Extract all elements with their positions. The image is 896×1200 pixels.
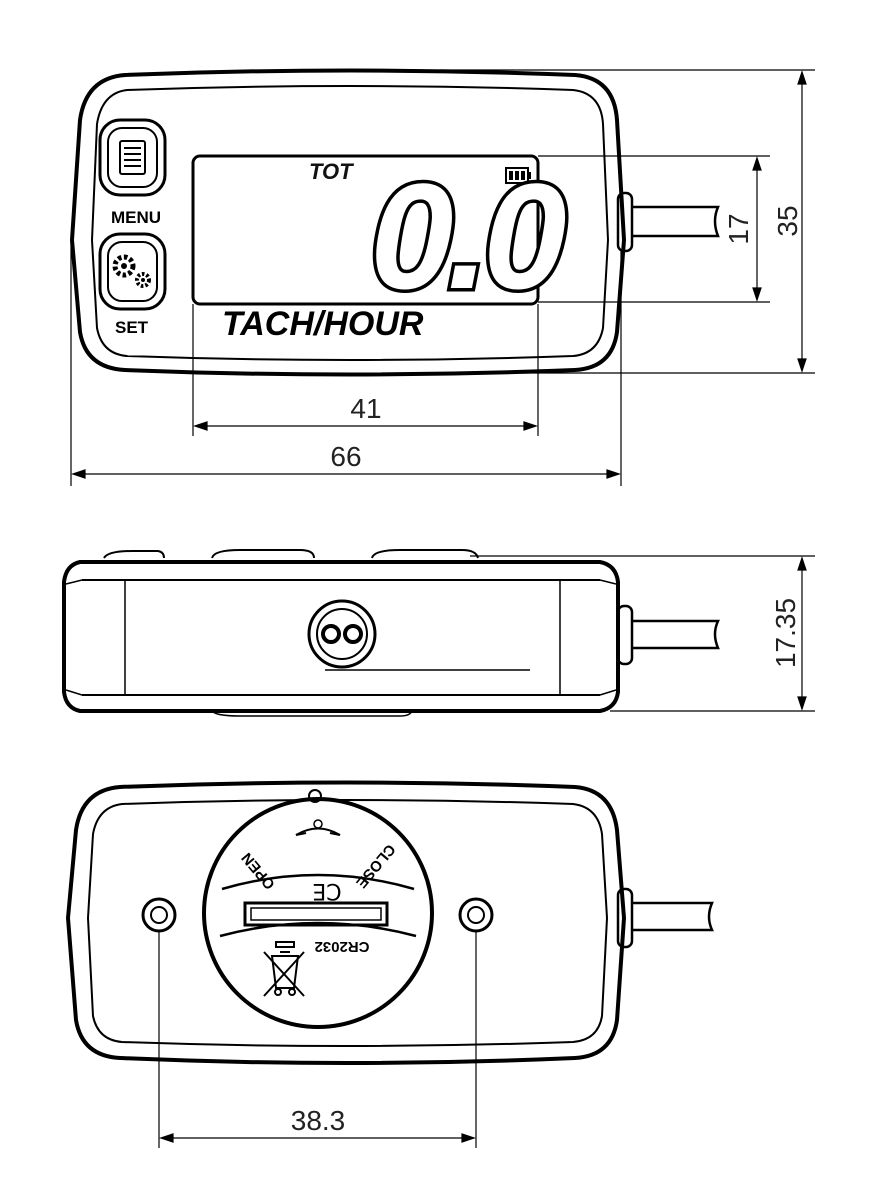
dimension-overall-width: 66 — [330, 441, 361, 472]
battery-type-label: CR2032 — [314, 938, 369, 955]
dimension-display-height: 17 — [723, 213, 754, 244]
gear-icon — [112, 254, 151, 288]
dimension-overall-height: 35 — [772, 205, 803, 236]
battery-cover[interactable]: OPEN CLOSE CE CR2032 — [202, 789, 434, 1029]
mounting-hole-left — [141, 897, 177, 933]
housing-outline — [69, 68, 627, 377]
side-view: 17.35 — [62, 549, 815, 717]
back-view: OPEN CLOSE CE CR2032 38.3 — [65, 780, 714, 1148]
set-button[interactable] — [98, 232, 167, 311]
open-label: OPEN — [238, 849, 278, 892]
side-body-outline — [62, 560, 620, 713]
open-close-arrow-icon — [295, 819, 341, 836]
display-mode-label: TOT — [309, 159, 354, 184]
front-view: TOT 0.0 TACH/HOUR MENU — [69, 68, 815, 486]
crossed-bin-icon — [263, 941, 305, 997]
cable — [616, 191, 720, 253]
mounting-hole-right — [458, 897, 494, 933]
menu-icon — [119, 140, 146, 175]
lcd-window — [191, 154, 540, 306]
ce-mark: CE — [312, 878, 341, 903]
dimension-display-width: 41 — [350, 393, 381, 424]
back-housing-outline — [65, 780, 627, 1065]
brand-label: TACH/HOUR — [222, 305, 424, 343]
dimension-hole-spacing: 38.3 — [291, 1105, 346, 1136]
side-connector — [307, 599, 377, 669]
front-dimensions — [70, 69, 815, 486]
dimension-thickness: 17.35 — [770, 598, 801, 668]
side-cable — [616, 604, 720, 666]
display-value: 0.0 — [370, 152, 565, 320]
set-button-label: SET — [115, 318, 149, 337]
menu-button[interactable] — [98, 118, 167, 197]
menu-button-label: MENU — [111, 208, 161, 227]
battery-icon — [505, 167, 531, 184]
back-cable — [616, 887, 714, 949]
